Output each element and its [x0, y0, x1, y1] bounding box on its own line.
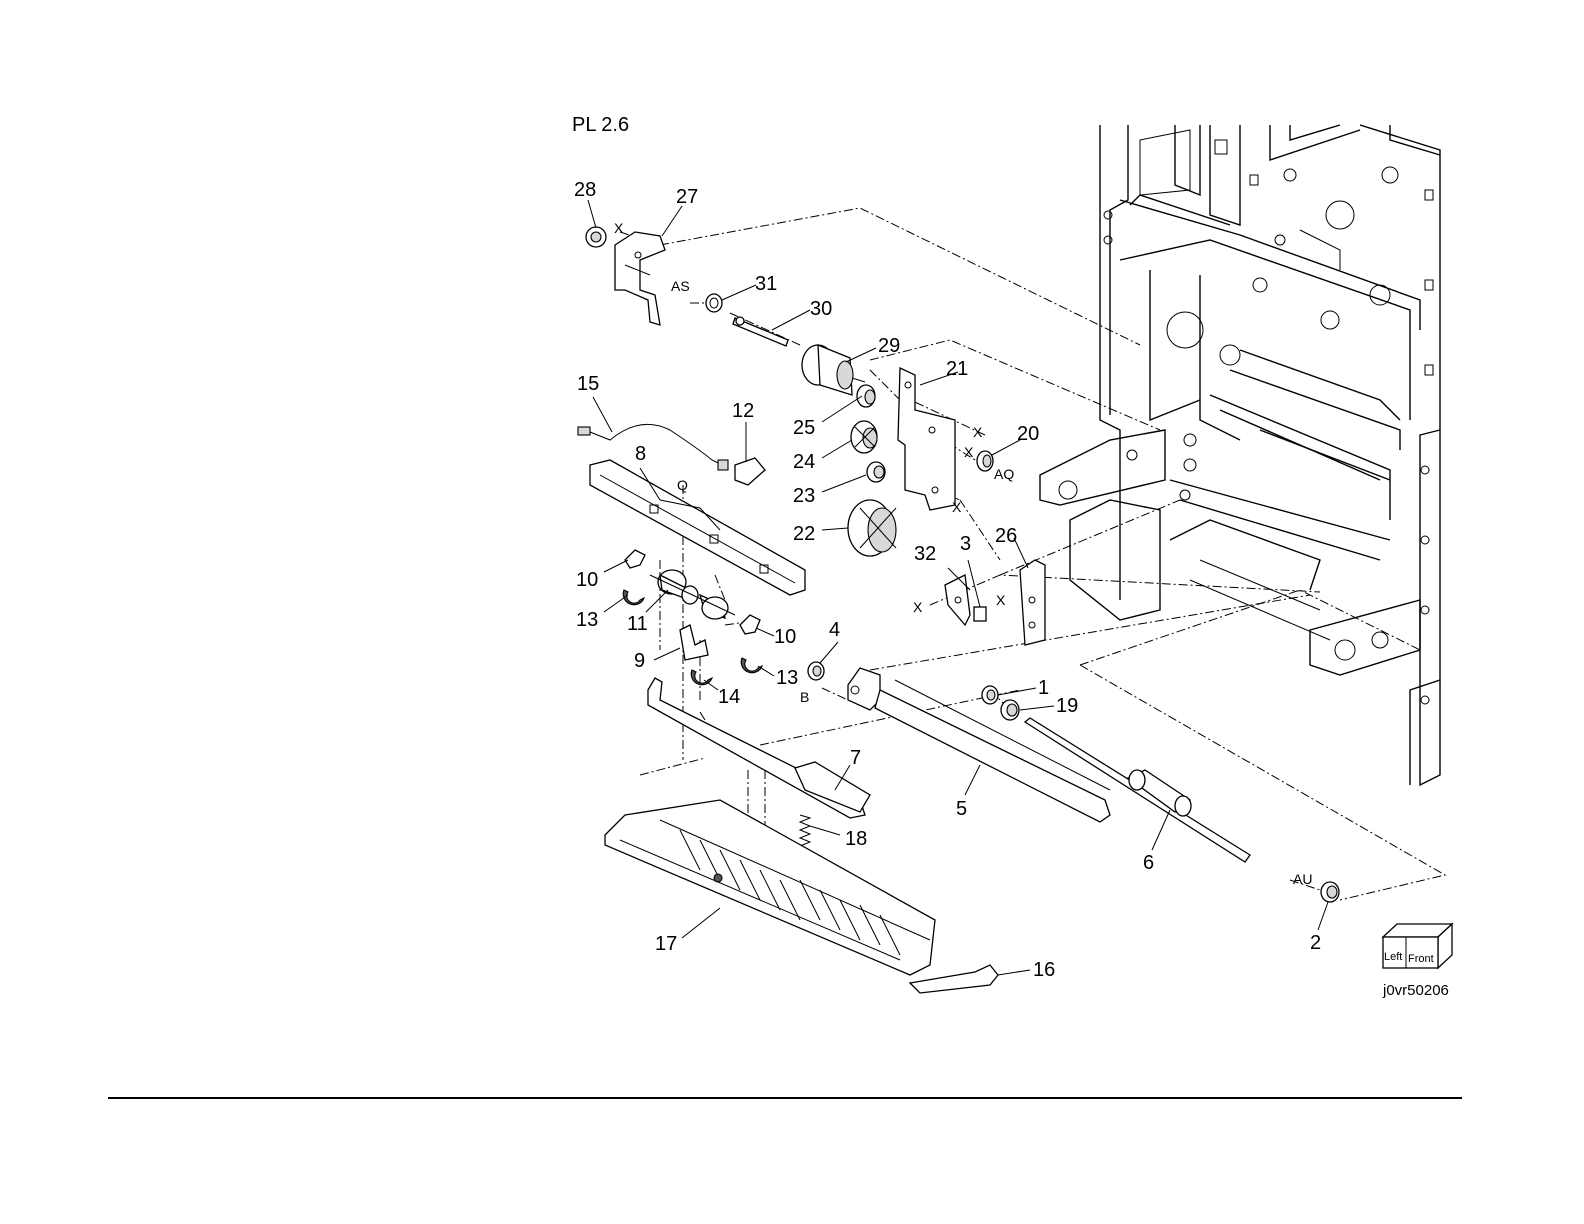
- callout-5: 5: [956, 798, 967, 820]
- callout-6: 6: [1143, 852, 1154, 874]
- callout-24: 24: [793, 451, 815, 473]
- ref-au: AU: [1293, 871, 1312, 887]
- callout-19: 19: [1056, 695, 1078, 717]
- ref-x: X: [952, 499, 962, 515]
- callout-22: 22: [793, 523, 815, 545]
- part-25-gear: [857, 385, 875, 407]
- callout-4: 4: [829, 619, 840, 641]
- callout-15: 15: [577, 373, 599, 395]
- callout-13-upper: 13: [576, 609, 598, 631]
- callout-14: 14: [718, 686, 740, 708]
- part-23-gear: [867, 462, 885, 482]
- callout-26: 26: [995, 525, 1017, 547]
- part-10-clip-upper: [625, 550, 645, 568]
- ref-as: AS: [671, 278, 690, 294]
- part-1-bearing: [982, 686, 998, 704]
- part-22-gear: [848, 500, 896, 556]
- part-7-guide: [648, 678, 870, 818]
- part-9-holder: [680, 625, 708, 660]
- part-30-shaft: [733, 317, 788, 346]
- part-26-plate: [1020, 560, 1045, 645]
- ref-x: X: [614, 220, 624, 236]
- part-32-bracket: [945, 575, 970, 625]
- callout-3: 3: [960, 533, 971, 555]
- callout-10-upper: 10: [576, 569, 598, 591]
- machine-frame: [1040, 125, 1440, 785]
- callout-25: 25: [793, 417, 815, 439]
- part-13-bearing-lower: [741, 658, 762, 673]
- callout-10-lower: 10: [774, 626, 796, 648]
- ref-aq: AQ: [994, 466, 1014, 482]
- part-24-gear: [851, 421, 877, 453]
- footer-rule: [108, 1097, 1462, 1099]
- callout-8: 8: [635, 443, 646, 465]
- callout-1: 1: [1038, 677, 1049, 699]
- callout-30: 30: [810, 298, 832, 320]
- part-8-chute: [590, 460, 805, 595]
- callout-29: 29: [878, 335, 900, 357]
- orientation-front-label: Front: [1408, 953, 1434, 965]
- part-10-clip-lower: [740, 615, 760, 634]
- part-13-bearing-upper: [623, 590, 644, 605]
- ref-x: X: [964, 444, 974, 460]
- ref-b: B: [800, 689, 809, 705]
- part-31-washer: [706, 294, 722, 312]
- part-14-bearing: [691, 670, 712, 685]
- callout-23: 23: [793, 485, 815, 507]
- callout-21: 21: [946, 358, 968, 380]
- part-2-bearing: [1321, 882, 1339, 902]
- orientation-left-label: Left: [1384, 951, 1402, 963]
- drawing-id: j0vr50206: [1382, 982, 1449, 999]
- part-21-plate: [898, 368, 955, 510]
- part-16-bracket: [910, 965, 998, 993]
- callout-12: 12: [732, 400, 754, 422]
- callout-11: 11: [627, 613, 648, 635]
- callout-16: 16: [1033, 959, 1055, 981]
- part-19-bearing: [1001, 700, 1019, 720]
- part-29-clutch: [802, 345, 865, 395]
- ref-x: X: [973, 424, 983, 440]
- callout-31: 31: [755, 273, 777, 295]
- callout-17: 17: [655, 933, 677, 955]
- callout-32: 32: [914, 543, 936, 565]
- callout-7: 7: [850, 747, 861, 769]
- callout-28: 28: [574, 179, 596, 201]
- part-28-nut: [586, 227, 606, 247]
- ref-x: X: [996, 592, 1006, 608]
- orientation-cube-icon: Left Front: [1383, 924, 1452, 968]
- part-27-bracket: [615, 232, 665, 325]
- part-11-roller: [650, 570, 735, 619]
- part-20-clip: [977, 451, 993, 471]
- callout-9: 9: [634, 650, 645, 672]
- callout-20: 20: [1017, 423, 1039, 445]
- ref-q: Q: [677, 477, 688, 493]
- callout-2: 2: [1310, 932, 1321, 954]
- callout-27: 27: [676, 186, 698, 208]
- callout-13-lower: 13: [776, 667, 798, 689]
- part-4-bushing: [808, 662, 824, 680]
- callout-18: 18: [845, 828, 867, 850]
- part-3-sensor: [974, 607, 986, 621]
- ref-x: X: [913, 599, 923, 615]
- part-12-sensor: [735, 458, 765, 485]
